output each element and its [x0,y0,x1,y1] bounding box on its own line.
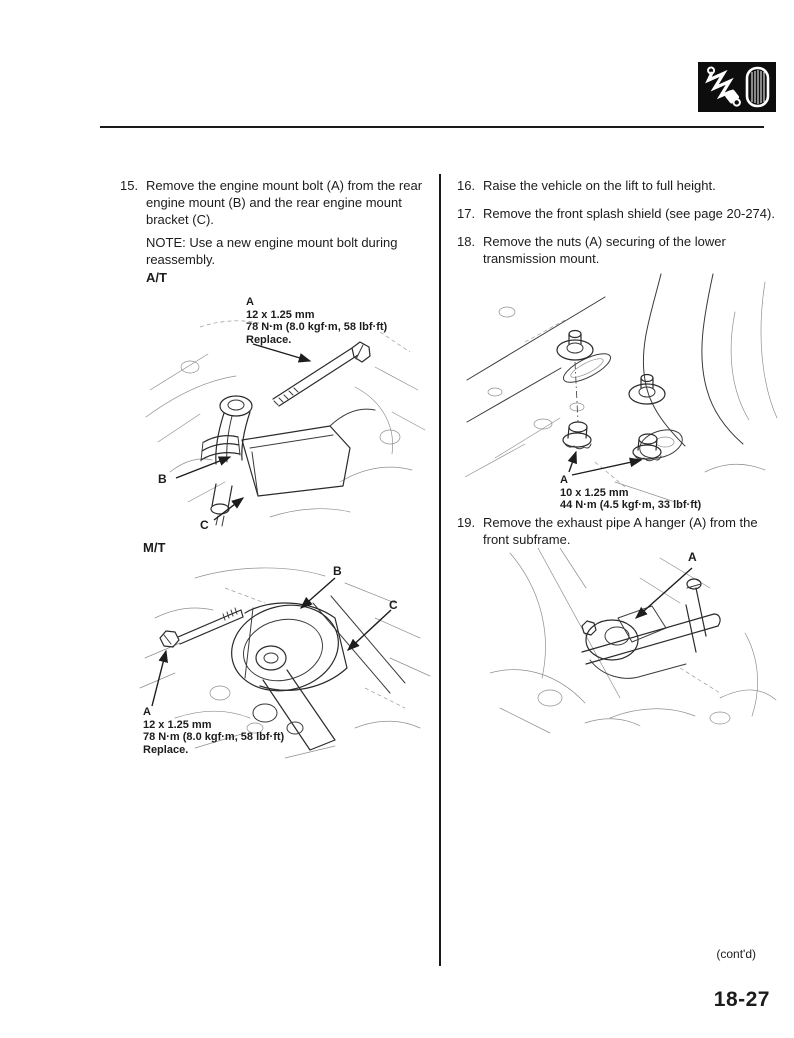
step-15-note: NOTE: Use a new engine mount bolt during… [146,235,398,267]
transmission-mount-nuts-illustration [465,273,778,503]
mt-callout-c: C [389,598,398,612]
step-15-text: Remove the engine mount bolt (A) from th… [146,178,423,227]
suspension-strut-and-tire-icon [705,66,770,108]
step-18-number: 18. [457,234,476,249]
step-15: 15. Remove the engine mount bolt (A) fro… [120,177,434,228]
mount-nuts-spec-size: 10 x 1.25 mm [560,486,629,499]
step-19-text: Remove the exhaust pipe A hanger (A) fro… [483,515,758,547]
mt-bolt-spec: A 12 x 1.25 mm 78 N·m (8.0 kgf·m, 58 lbf… [143,706,284,756]
mount-nuts-spec-torque: 44 N·m (4.5 kgf·m, 33 lbf·ft) [560,499,702,511]
hanger-callout-a: A [688,550,697,564]
at-callout-a: A [246,296,254,308]
at-spec-torque: 78 N·m (8.0 kgf·m, 58 lbf·ft) [246,321,388,333]
at-figure-heading: A/T [146,270,167,285]
mt-callout-a: A [143,706,151,718]
mount-nuts-callout-a: A [560,474,568,486]
page-number: 18-27 [713,988,770,1011]
step-18: 18. Remove the nuts (A) securing of the … [457,233,749,267]
at-callout-b: B [158,472,167,486]
mt-spec-replace: Replace. [143,743,189,756]
mt-callout-b: B [333,564,342,578]
step-19-number: 19. [457,515,476,530]
at-engine-mount-illustration [145,320,426,527]
mt-spec-size: 12 x 1.25 mm [143,718,212,731]
step-17-text: Remove the front splash shield (see page… [483,206,775,221]
continued-label: (cont'd) [716,947,756,961]
step-18-text: Remove the nuts (A) securing of the lowe… [483,234,726,266]
at-spec-replace: Replace. [246,333,292,346]
step-16: 16. Raise the vehicle on the lift to ful… [457,177,777,194]
section-icon-box [698,62,776,112]
step-16-number: 16. [457,178,476,193]
at-callout-c: C [200,518,209,532]
exhaust-hanger-illustration [490,548,777,734]
step-17: 17. Remove the front splash shield (see … [457,205,787,222]
mt-spec-torque: 78 N·m (8.0 kgf·m, 58 lbf·ft) [143,731,285,743]
header-rule [100,126,764,128]
step-17-number: 17. [457,206,476,221]
at-bolt-spec: A 12 x 1.25 mm 78 N·m (8.0 kgf·m, 58 lbf… [246,296,387,346]
mt-engine-mount-illustration [139,567,431,759]
column-divider [439,174,441,966]
mt-figure-heading: M/T [143,540,166,555]
step-15-number: 15. [120,178,139,193]
mount-nuts-spec: A 10 x 1.25 mm 44 N·m (4.5 kgf·m, 33 lbf… [560,474,701,512]
step-16-text: Raise the vehicle on the lift to full he… [483,178,716,193]
at-spec-size: 12 x 1.25 mm [246,308,315,321]
step-19: 19. Remove the exhaust pipe A hanger (A)… [457,514,769,548]
